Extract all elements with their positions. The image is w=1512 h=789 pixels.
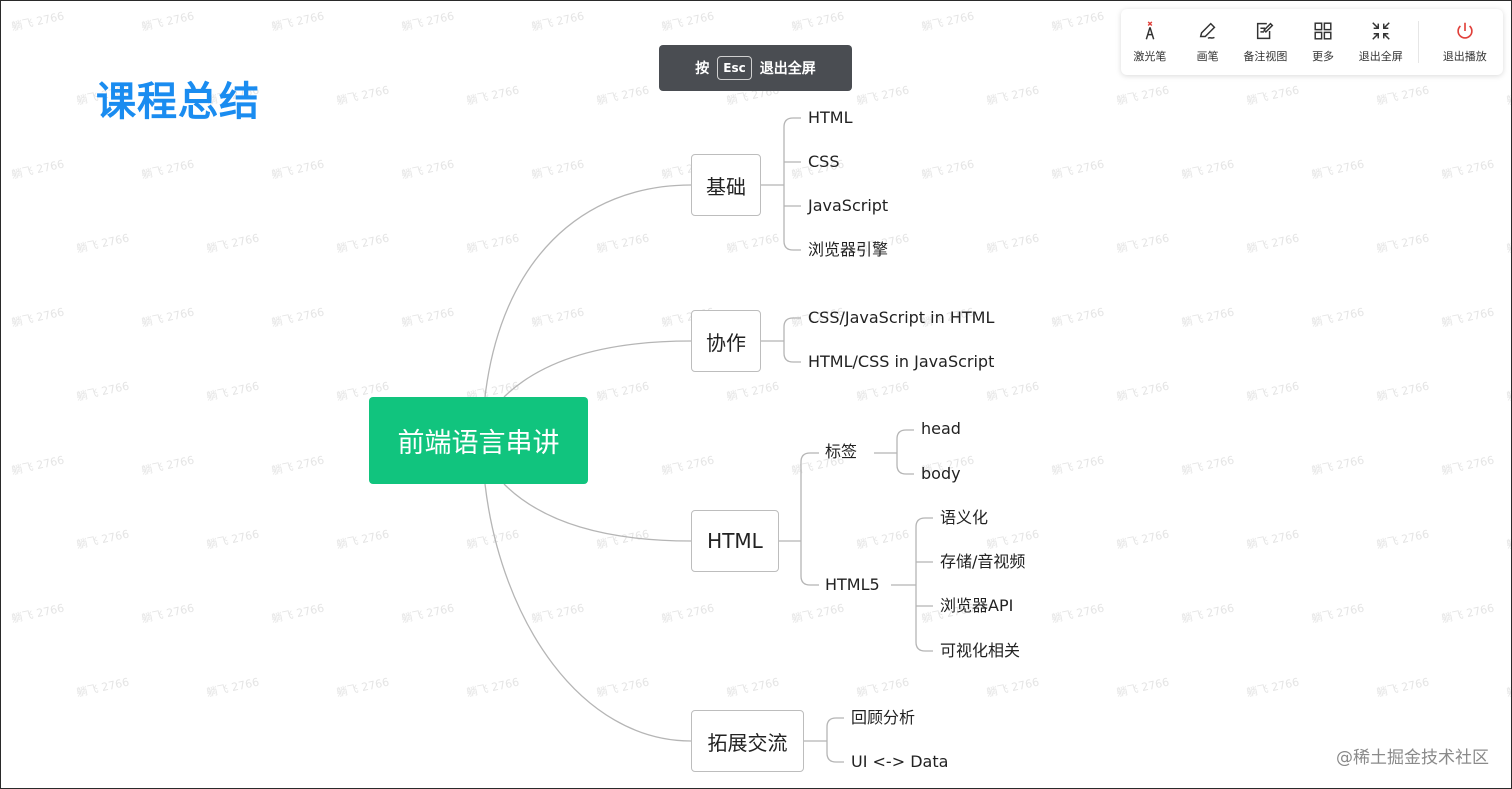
power-icon [1457, 22, 1473, 39]
branch-node-html[interactable]: HTML [691, 510, 779, 572]
leaf-extend-ui-data[interactable]: UI <-> Data [851, 752, 949, 771]
branch-node-collab[interactable]: 协作 [691, 310, 761, 372]
leaf-basics-browser-engine[interactable]: 浏览器引擎 [808, 240, 889, 259]
laser-pointer-button[interactable]: 激光笔 [1121, 9, 1179, 75]
toolbar-label: 备注视图 [1243, 50, 1288, 63]
grid-more-icon [1314, 22, 1332, 40]
leaf-html5-storage-media[interactable]: 存储/音视频 [940, 552, 1026, 571]
toolbar-label: 退出全屏 [1358, 50, 1403, 63]
leaf-collab-html-css-in-js[interactable]: HTML/CSS in JavaScript [808, 352, 995, 371]
leaf-tags-head[interactable]: head [921, 419, 961, 438]
leaf-basics-html[interactable]: HTML [808, 108, 853, 127]
slide-title: 课程总结 [96, 79, 260, 125]
exit-fullscreen-icon [1372, 22, 1390, 40]
source-credit: @稀土掘金技术社区 [1336, 748, 1489, 768]
leaf-basics-css[interactable]: CSS [808, 152, 840, 171]
exit-playback-button[interactable]: 退出播放 [1427, 9, 1503, 75]
subbranch-tags[interactable]: 标签 [825, 442, 858, 461]
pen-icon [1199, 22, 1216, 39]
notes-view-icon [1257, 22, 1274, 40]
more-button[interactable]: 更多 [1294, 9, 1352, 75]
connector-root-collab [503, 340, 692, 398]
presentation-toolbar: 激光笔 画笔 备注视图 更多 [1121, 9, 1503, 75]
leaf-tags-body[interactable]: body [921, 464, 961, 483]
esc-hint-suffix: 退出全屏 [759, 61, 816, 77]
leaf-html5-semantics[interactable]: 语义化 [940, 508, 989, 527]
leaf-extend-review[interactable]: 回顾分析 [851, 708, 916, 727]
mindmap-root-node[interactable]: 前端语言串讲 [369, 397, 588, 484]
branch-node-extend[interactable]: 拓展交流 [691, 710, 804, 772]
subbranch-html5[interactable]: HTML5 [825, 575, 880, 594]
esc-exit-hint: 按 Esc 退出全屏 [659, 45, 852, 91]
notes-view-button[interactable]: 备注视图 [1236, 9, 1294, 75]
leaf-html5-visualization[interactable]: 可视化相关 [940, 641, 1021, 660]
branch-node-basics[interactable]: 基础 [691, 154, 761, 216]
pen-button[interactable]: 画笔 [1179, 9, 1237, 75]
leaf-basics-javascript[interactable]: JavaScript [808, 196, 889, 215]
esc-key-badge: Esc [717, 56, 752, 80]
connector-root-basics [484, 184, 692, 398]
toolbar-label: 激光笔 [1133, 50, 1167, 63]
connector-root-html [503, 483, 692, 542]
leaf-collab-css-js-in-html[interactable]: CSS/JavaScript in HTML [808, 308, 995, 327]
leaf-html5-browser-api[interactable]: 浏览器API [940, 596, 1014, 615]
toolbar-label: 画笔 [1196, 50, 1219, 63]
connector-root-extend [484, 483, 692, 742]
toolbar-label: 退出播放 [1442, 50, 1487, 63]
toolbar-divider [1417, 21, 1419, 63]
exit-fullscreen-button[interactable]: 退出全屏 [1352, 9, 1410, 75]
laser-pointer-icon [1145, 21, 1155, 40]
esc-hint-prefix: 按 [695, 61, 710, 77]
toolbar-label: 更多 [1312, 50, 1335, 63]
